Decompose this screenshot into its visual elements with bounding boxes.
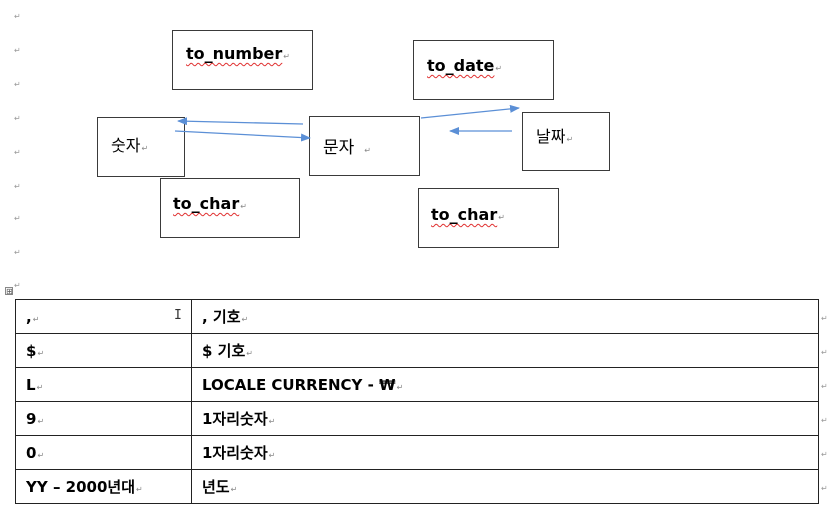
table-row: $↵ $ 기호↵ <box>15 333 819 368</box>
number-label: 숫자 <box>111 136 141 155</box>
cell-text: $ 기호 <box>202 342 246 360</box>
cell-text: 9 <box>26 409 37 428</box>
arrow-string-to-date <box>420 104 520 119</box>
paragraph-mark: ↵ <box>37 416 45 426</box>
paragraph-mark: ↵ <box>14 281 21 290</box>
paragraph-mark: ↵ <box>498 213 505 222</box>
cell-text: YY – 2000년대 <box>26 478 136 496</box>
paragraph-mark: ↵ <box>14 248 21 257</box>
table-cell[interactable]: , 기호↵ <box>191 299 819 334</box>
row-end-mark: ↵ <box>821 314 828 323</box>
to-char-left-box[interactable]: to_char↵ <box>160 178 300 238</box>
table-row: YY – 2000년대↵ 년도↵ <box>15 469 819 504</box>
table-row: L↵ LOCALE CURRENCY - ₩↵ <box>15 367 819 402</box>
paragraph-mark: ↵ <box>14 46 21 55</box>
cell-text: 1자리숫자 <box>202 444 268 462</box>
table-row: 9↵ 1자리숫자↵ <box>15 401 819 436</box>
paragraph-mark: ↵ <box>230 485 238 494</box>
table-row: ,↵ , 기호↵ <box>15 299 819 334</box>
table-cell[interactable]: $↵ <box>15 333 192 368</box>
paragraph-mark: ↵ <box>283 52 290 61</box>
paragraph-mark: ↵ <box>37 348 45 358</box>
to-char-right-label: to_char <box>431 205 498 224</box>
to-number-label: to_number <box>186 44 283 63</box>
cell-text: LOCALE CURRENCY - ₩ <box>202 375 396 394</box>
paragraph-mark: ↵ <box>396 382 404 392</box>
table-cell[interactable]: 9↵ <box>15 401 192 436</box>
table-cell[interactable]: YY – 2000년대↵ <box>15 469 192 504</box>
table-cell[interactable]: $ 기호↵ <box>191 333 819 368</box>
cell-text: 1자리숫자 <box>202 410 268 428</box>
paragraph-mark: ↵ <box>136 485 143 494</box>
paragraph-mark: ↵ <box>14 148 21 157</box>
cell-text: , 기호 <box>202 308 241 326</box>
paragraph-mark: ↵ <box>37 450 45 460</box>
row-end-mark: ↵ <box>821 416 828 425</box>
paragraph-mark: ↵ <box>241 315 249 324</box>
paragraph-mark: ↵ <box>14 182 21 191</box>
paragraph-mark: ↵ <box>246 349 253 358</box>
arrow-number-to-string <box>174 130 311 142</box>
paragraph-mark: ↵ <box>14 214 21 223</box>
to-date-label: to_date <box>427 56 495 75</box>
string-box[interactable]: 문자 ↵ <box>309 116 420 176</box>
to-number-box[interactable]: to_number↵ <box>172 30 313 90</box>
row-end-mark: ↵ <box>821 450 828 459</box>
cell-text: $ <box>26 341 37 360</box>
paragraph-mark: ↵ <box>268 451 276 460</box>
number-box[interactable]: 숫자↵ <box>97 117 185 177</box>
conversion-arrows <box>174 104 520 142</box>
date-box[interactable]: 날짜↵ <box>522 112 610 171</box>
table-cell[interactable]: ,↵ <box>15 299 192 334</box>
row-end-mark: ↵ <box>821 484 828 493</box>
paragraph-mark: ↵ <box>14 12 21 21</box>
paragraph-mark: ↵ <box>36 382 44 392</box>
row-end-mark: ↵ <box>821 382 828 391</box>
table-cell[interactable]: 년도↵ <box>191 469 819 504</box>
table-move-handle-icon[interactable]: ⊞ <box>5 287 13 296</box>
table-cell[interactable]: 1자리숫자↵ <box>191 401 819 436</box>
paragraph-mark: ↵ <box>364 146 371 155</box>
date-label: 날짜 <box>536 127 566 146</box>
paragraph-mark: ↵ <box>268 417 276 426</box>
table-row: 0↵ 1자리숫자↵ <box>15 435 819 470</box>
table-cell[interactable]: L↵ <box>15 367 192 402</box>
table-cell[interactable]: LOCALE CURRENCY - ₩↵ <box>191 367 819 402</box>
paragraph-mark: ↵ <box>141 144 149 153</box>
cell-text: 0 <box>26 443 37 462</box>
paragraph-mark: ↵ <box>32 314 40 324</box>
string-label: 문자 <box>323 138 355 158</box>
paragraph-mark: ↵ <box>14 114 21 123</box>
to-char-left-label: to_char <box>173 194 240 213</box>
paragraph-mark: ↵ <box>240 202 247 211</box>
paragraph-mark: ↵ <box>14 80 21 89</box>
format-table: ,↵ , 기호↵ $↵ $ 기호↵ L↵ LOCALE CURRENCY - ₩… <box>15 299 819 504</box>
arrow-string-to-number <box>177 117 304 126</box>
row-end-mark: ↵ <box>821 348 828 357</box>
cell-text: L <box>26 375 36 394</box>
to-char-right-box[interactable]: to_char↵ <box>418 188 559 248</box>
to-date-box[interactable]: to_date↵ <box>413 40 554 100</box>
table-cell[interactable]: 0↵ <box>15 435 192 470</box>
cell-text: 년도 <box>202 478 230 496</box>
paragraph-mark: ↵ <box>495 64 503 73</box>
table-cell[interactable]: 1자리숫자↵ <box>191 435 819 470</box>
cell-text: , <box>26 307 32 326</box>
paragraph-mark: ↵ <box>566 135 574 144</box>
